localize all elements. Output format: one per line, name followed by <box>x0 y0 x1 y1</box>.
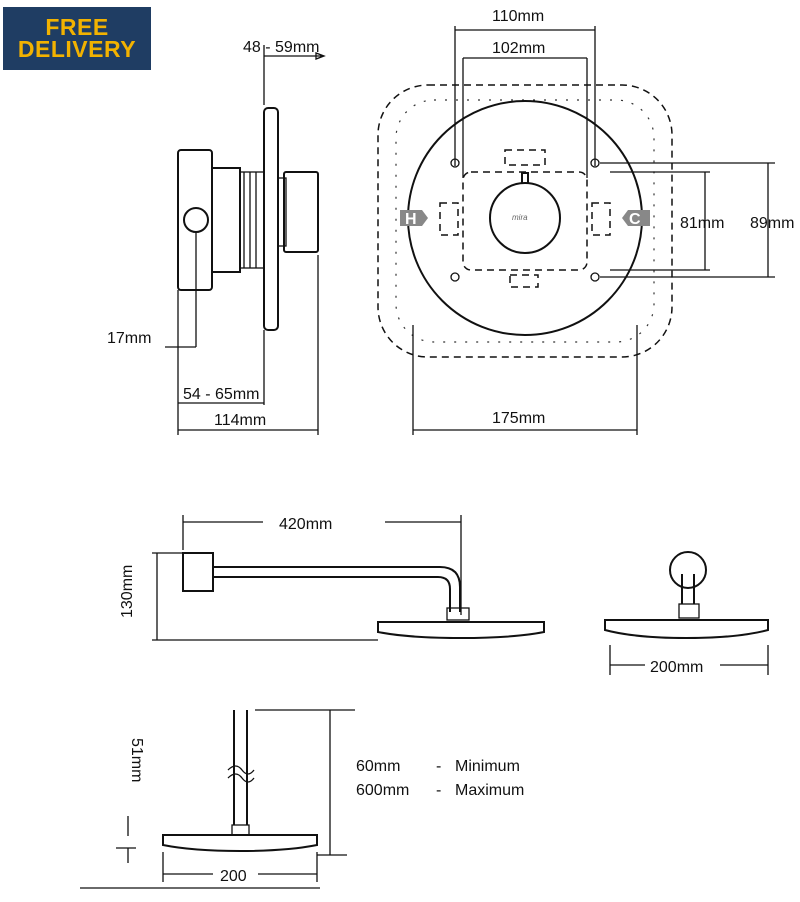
badge-line-2: DELIVERY <box>17 36 137 62</box>
hot-tag <box>400 210 428 226</box>
plate-width-label: 175mm <box>492 410 545 427</box>
head-depth-label: 51mm <box>128 738 145 782</box>
valve-front-view: mira H C 110mm 102mm 81mm 89mm 175mm <box>377 8 794 435</box>
max-dash: - <box>436 782 441 799</box>
ceiling-mount-view: 51mm 60mm - Minimum 600mm - Maximum 200 <box>80 709 524 889</box>
outer-height-label: 89mm <box>750 215 794 232</box>
outer-width-label: 110mm <box>492 8 544 25</box>
cold-label: C <box>629 211 641 228</box>
body-depth-label: 54 - 65mm <box>183 386 259 403</box>
min-length-label: Minimum <box>455 758 520 775</box>
cold-tag <box>622 210 650 226</box>
mira-logo: mira <box>512 213 528 222</box>
shower-arm-side-view: 420mm 130mm <box>119 515 545 641</box>
min-dash: - <box>436 758 441 775</box>
inner-height-label: 81mm <box>680 215 724 232</box>
badge-line-1: FREE <box>45 14 109 40</box>
arm-length-label: 420mm <box>279 516 332 533</box>
head-diameter-label: 200mm <box>650 659 703 676</box>
arm-height-label: 130mm <box>119 565 136 618</box>
ceiling-head-diameter-label: 200 <box>220 868 247 885</box>
min-length-value: 60mm <box>356 758 400 775</box>
max-length-value: 600mm <box>356 782 409 799</box>
pipe-offset-label: 17mm <box>107 330 151 347</box>
plate-depth-label: 48 - 59mm <box>243 39 319 56</box>
valve-side-view: 48 - 59mm 17mm 54 - 65mm 114mm <box>107 39 326 435</box>
inner-width-label: 102mm <box>492 40 545 57</box>
hot-label: H <box>405 211 417 228</box>
max-length-label: Maximum <box>455 782 524 799</box>
total-depth-label: 114mm <box>214 412 266 429</box>
shower-head-front-view: 200mm <box>604 551 769 676</box>
free-delivery-badge: FREE DELIVERY <box>3 7 151 70</box>
